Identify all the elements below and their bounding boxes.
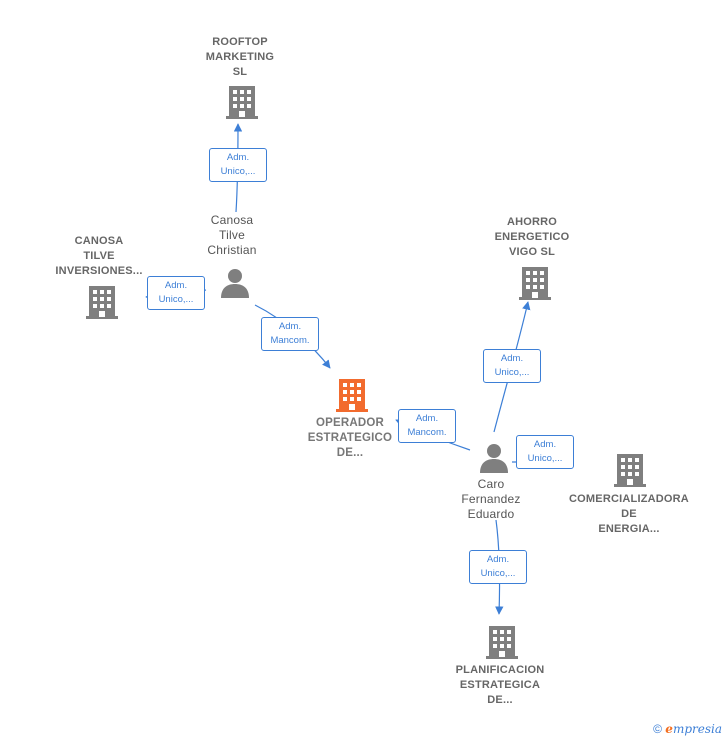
brand-name: mpresia [672,722,722,736]
building-icon[interactable] [519,265,551,301]
relation-label-rooftop[interactable]: Adm. Unico,... [209,148,267,182]
building-icon[interactable] [86,284,118,320]
person-label-caro[interactable]: Caro Fernandez Eduardo [461,477,521,521]
relation-label-ahorro[interactable]: Adm. Unico,... [483,349,541,383]
relation-label-canosa-inversiones[interactable]: Adm. Unico,... [147,276,205,310]
relation-label-caro-operador[interactable]: Adm. Mancom. [398,409,456,443]
relation-label-comercializadora[interactable]: Adm. Unico,... [516,435,574,469]
company-label-canosa-inversiones[interactable]: CANOSA TILVE INVERSIONES... [55,235,143,277]
building-icon[interactable] [486,624,518,660]
person-icon[interactable] [219,267,251,299]
person-label-canosa[interactable]: Canosa Tilve Christian [207,213,257,257]
building-icon[interactable] [226,84,258,120]
company-label-rooftop[interactable]: ROOFTOP MARKETING SL [205,36,275,78]
company-label-comercializadora[interactable]: COMERCIALIZADORA DE ENERGIA... [569,493,689,535]
relation-label-planificacion[interactable]: Adm. Unico,... [469,550,527,584]
company-label-operador[interactable]: OPERADOR ESTRATEGICO DE... [307,417,393,459]
brand-logo: © empresia [653,722,722,736]
relation-label-canosa-operador[interactable]: Adm. Mancom. [261,317,319,351]
building-icon[interactable] [336,377,368,413]
person-icon[interactable] [478,442,510,474]
copyright-icon: © [653,722,662,736]
brand-e: e [665,722,673,736]
company-label-ahorro[interactable]: AHORRO ENERGETICO VIGO SL [494,216,570,258]
building-icon[interactable] [614,452,646,488]
company-label-planificacion[interactable]: PLANIFICACION ESTRATEGICA DE... [455,664,545,706]
